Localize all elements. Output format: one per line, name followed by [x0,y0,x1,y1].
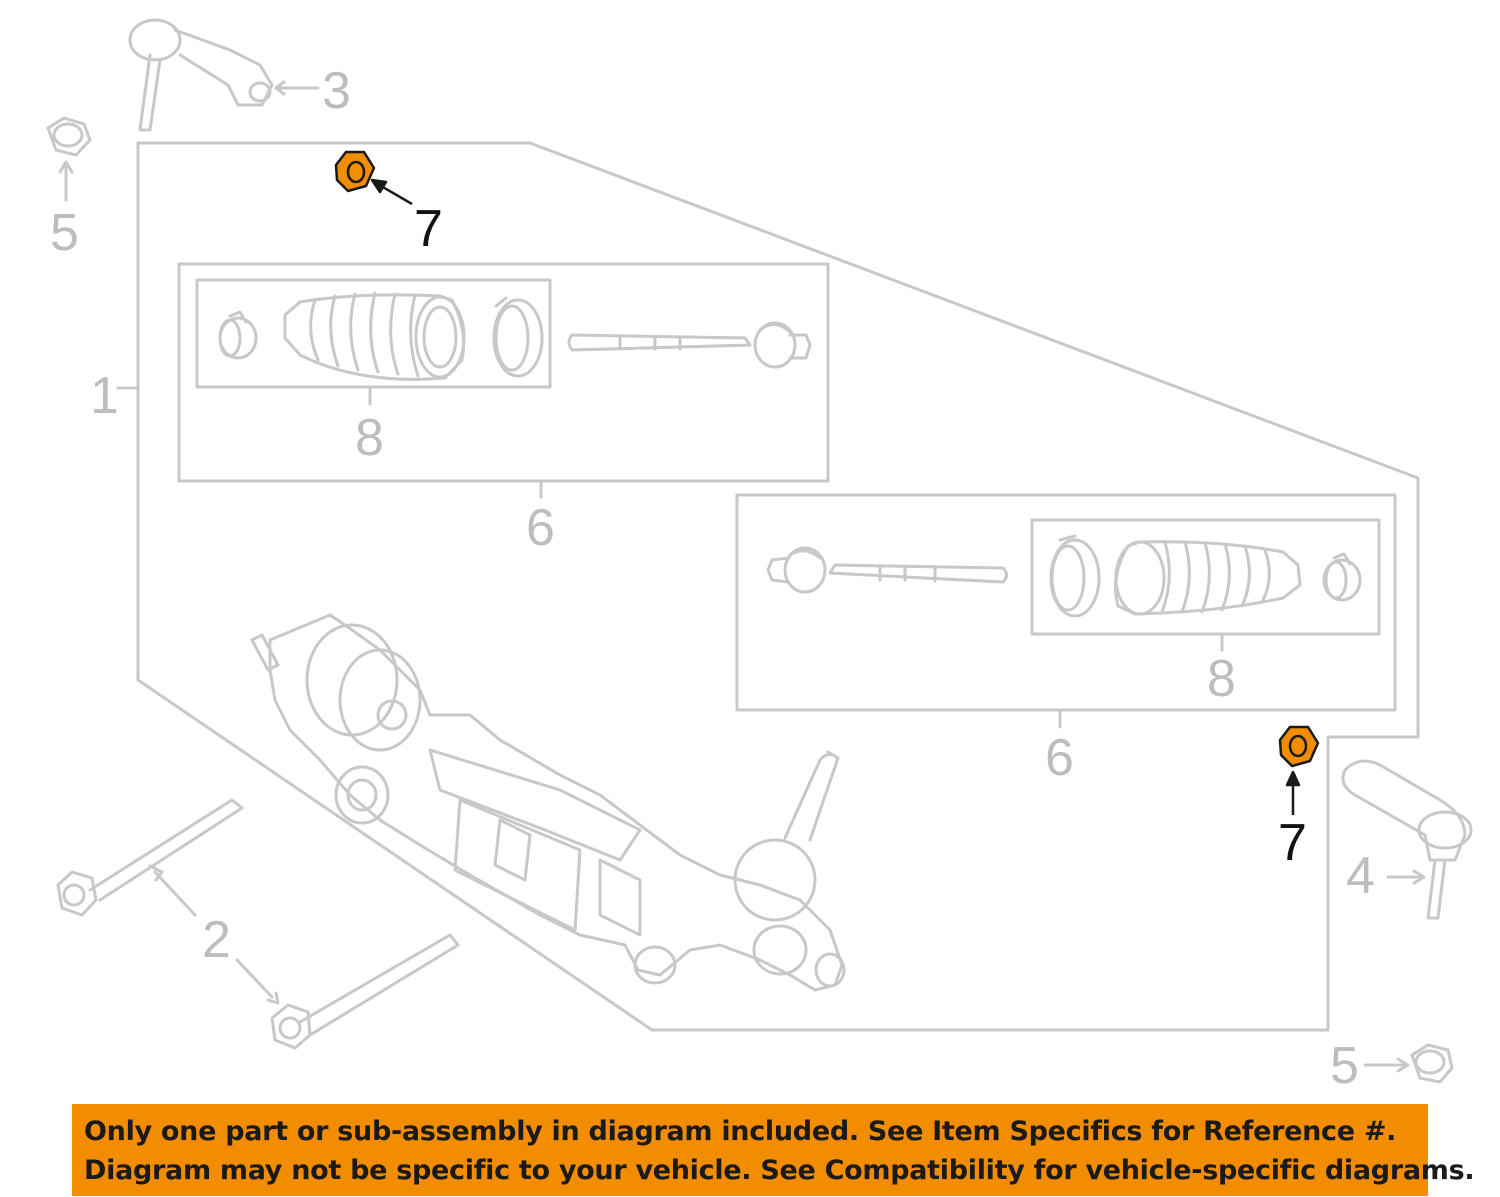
callout-7-right: 7 [1278,814,1307,872]
callout-7-top: 7 [414,200,443,258]
clamp-small-right [1322,552,1362,602]
boot-left [283,291,466,381]
steering-gear [250,613,846,992]
boot-kit-box-left [195,278,552,389]
inner-tie-rod-box-right [735,493,1397,712]
outer-tie-rod-end-right [1341,759,1473,920]
notice-banner: Only one part or sub-assembly in diagram… [72,1104,1475,1196]
assembly-outline [136,141,1420,1032]
callout-1: 1 [90,367,119,425]
clamp-large-right [1049,534,1101,618]
callout-3: 3 [322,62,351,120]
callout-4: 4 [1346,847,1375,905]
boot-kit-box-right [1030,518,1381,636]
inner-tie-rod-box-left [177,262,830,483]
inner-tie-rod-left [567,321,812,369]
boot-right [1114,540,1302,616]
flange-nut-bottom-right [1363,1043,1454,1084]
clamp-small-left [218,310,258,360]
flange-nut-top-left [46,116,92,202]
hex-nut-highlighted-right [1278,725,1320,815]
callout-5-bottom: 5 [1330,1037,1359,1095]
clamp-large-left [492,296,544,378]
callout-2-top: 2 [202,911,231,969]
notice-line-2: Diagram may not be specific to your vehi… [84,1155,1475,1186]
notice-line-1: Only one part or sub-assembly in diagram… [84,1116,1397,1147]
bolt-lower [235,933,460,1050]
hex-nut-highlighted-top [334,150,413,206]
bolt-upper [56,798,244,917]
outer-tie-rod-end-left [128,18,320,132]
inner-tie-rod-right [766,546,1008,594]
callout-6-right: 6 [1045,729,1074,787]
callout-6-left: 6 [526,499,555,557]
callout-8-left: 8 [355,409,384,467]
callout-8-right: 8 [1207,650,1236,708]
callout-5-top: 5 [50,204,79,262]
